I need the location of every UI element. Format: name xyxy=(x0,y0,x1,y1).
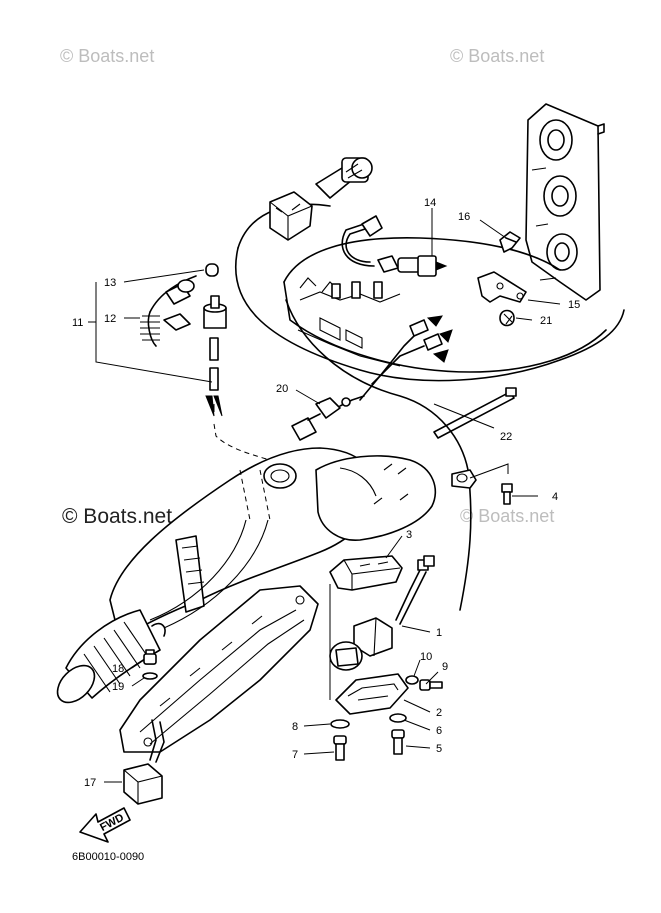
wire-harness-route xyxy=(285,299,472,611)
callout-10: 10 xyxy=(420,651,432,663)
callout-2: 2 xyxy=(436,707,442,719)
callout-19: 19 xyxy=(112,681,124,693)
stop-switch-group xyxy=(140,263,227,417)
watermark-top-left: © Boats.net xyxy=(60,46,154,66)
callout-4: 4 xyxy=(552,491,558,503)
cylinder-block xyxy=(525,103,605,301)
callout-12: 12 xyxy=(104,313,116,325)
callout-7: 7 xyxy=(292,749,298,761)
callout-20: 20 xyxy=(276,383,288,395)
forward-direction-badge: FWD xyxy=(79,807,131,843)
callout-13: 13 xyxy=(104,277,116,289)
callout-22: 22 xyxy=(500,431,512,443)
switch-17 xyxy=(123,719,165,805)
connector-20 xyxy=(291,395,365,441)
switch-install-path xyxy=(213,423,277,463)
wire-connectors xyxy=(359,315,453,401)
callout-15: 15 xyxy=(568,299,580,311)
main-switch xyxy=(329,555,435,671)
callout-14: 14 xyxy=(424,197,436,209)
callout-11: 11 xyxy=(72,317,83,329)
watermark-top-right: © Boats.net xyxy=(450,46,544,66)
callout-9: 9 xyxy=(442,661,448,673)
tiller-handle xyxy=(56,447,437,704)
callout-labels: 1 2 3 4 5 6 7 8 9 10 11 12 13 14 15 16 1… xyxy=(72,197,580,789)
watermark-middle-left: © Boats.net xyxy=(62,505,172,528)
callout-16: 16 xyxy=(458,211,470,223)
fasteners xyxy=(330,675,443,761)
callout-6: 6 xyxy=(436,725,442,737)
callout-8: 8 xyxy=(292,721,298,733)
sensor-bracket xyxy=(477,231,527,327)
fwd-label: FWD xyxy=(98,812,126,834)
diagram-code: 6B00010-0090 xyxy=(72,851,144,863)
callout-1: 1 xyxy=(436,627,442,639)
callout-3: 3 xyxy=(406,529,412,541)
connector-plug xyxy=(269,157,373,241)
callout-18: 18 xyxy=(112,663,124,675)
callout-21: 21 xyxy=(540,315,552,327)
bolt-18-washer-19 xyxy=(142,653,158,680)
clamp-and-bolt xyxy=(451,469,513,505)
leader-lines xyxy=(88,208,561,783)
callout-5: 5 xyxy=(436,743,442,755)
cable-tie xyxy=(433,387,517,439)
watermark-middle-right: © Boats.net xyxy=(460,506,554,526)
main-switch-cover xyxy=(329,555,403,591)
callout-17: 17 xyxy=(84,777,96,789)
bottom-cowling xyxy=(234,203,625,382)
thermo-sensor xyxy=(341,215,448,277)
switch-holder xyxy=(335,673,409,715)
